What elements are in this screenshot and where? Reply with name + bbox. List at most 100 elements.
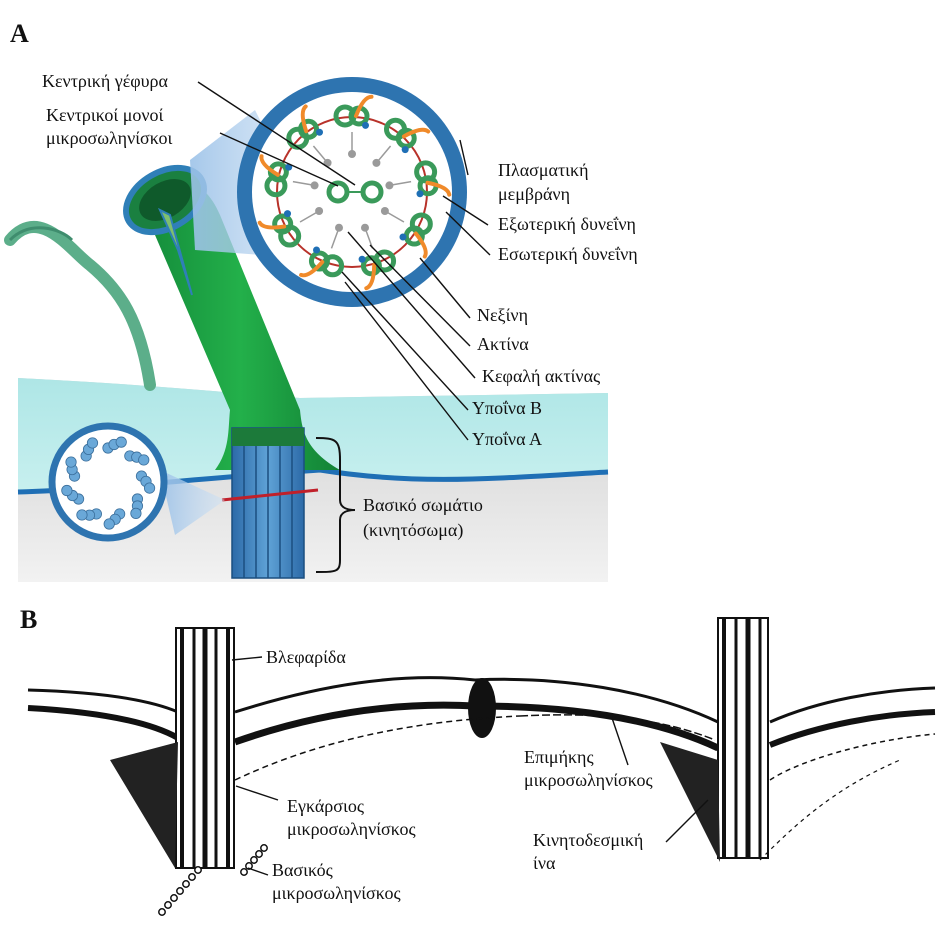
pellicle-right-outer [769,686,936,724]
zoom-beam-basal [160,470,225,535]
subfiber-b [272,213,294,235]
subfiber-a [414,160,438,184]
cilium-shaft [140,182,340,471]
label-plasma-membrane-2: μεμβράνη [498,184,570,204]
label-spoke-head: Κεφαλή ακτίνας [482,366,600,386]
central-pair [326,180,384,204]
label-central-singlets-1: Κεντρικοί μονοί [46,105,164,125]
outer-dynein-arm [354,94,374,118]
spoke-head [372,158,381,167]
label-transverse-mt-2: μικροσωληνίσκος [287,819,416,839]
spoke-head [348,150,356,158]
longitudinal-microtubule [519,714,716,741]
basal-body-bracket [315,437,356,573]
axoneme-doublets [257,94,452,291]
triplet-ring [61,436,156,530]
panel-a-letter: A [10,19,29,48]
bead [158,908,166,916]
spoke-head [385,181,394,190]
inner-dynein-arm [399,233,407,241]
panel-a-leaders [197,81,491,441]
label-kinetodesmal-2: ίνα [533,853,556,873]
bead [240,868,248,876]
flagellum-tip [8,226,74,242]
bead [164,901,172,909]
bead [255,850,263,858]
cilium-right [717,617,769,859]
cilium-left [175,627,235,869]
subfiber-b [360,255,382,277]
label-basal-mt-1: Βασικός [272,860,333,880]
triplet-tubule [76,509,88,521]
label-kinetodesmal-1: Κινητοδεσμική [533,830,643,850]
label-longitudinal-mt-2: μικροσωληνίσκος [524,770,653,790]
plasma-membrane-region [18,378,608,494]
bead [194,866,202,874]
outer-dynein-arm [299,260,325,278]
cilium-cutaway [157,207,193,296]
outer-dynein-arm [401,127,431,139]
transverse-microtubule [234,715,521,781]
spoke-head [380,207,389,215]
triplet-tubule [86,437,99,449]
inner-dynein-arm [284,210,292,218]
triplet-tubule [115,436,127,448]
spoke-head [335,223,344,232]
inner-dynein-arm [316,128,324,136]
pellicle-right-band [768,709,936,748]
outer-dynein-arm [425,180,452,197]
right-basal-mt [759,759,901,861]
cilium-core [139,179,191,221]
subfiber-a [264,174,288,198]
panel-a-illustration [4,77,609,582]
label-transverse-mt-1: Εγκάρσιος [287,796,364,816]
triplet-tubule [65,456,77,468]
bead [170,894,178,902]
flagellum-tail [4,221,156,391]
inner-dynein-arm [401,146,409,154]
outer-dynein-arm [300,104,309,134]
pellicle-knob [468,678,496,738]
outer-dynein-arm [259,154,280,177]
spoke-head [360,223,369,232]
bead [176,887,184,895]
triplet-tubule [103,518,115,530]
cut-line [221,488,319,502]
panel-b-illustration [27,617,936,869]
label-basal-body-2: (κινητόσωμα) [363,520,463,541]
label-nexin: Νεξίνη [477,305,528,325]
label-basal-body-1: Βασικό σωμάτιο [363,495,483,515]
label-inner-dynein: Εσωτερική δυνεΐνη [498,244,638,264]
spoke-head [315,207,324,215]
pellicle-left-outer [27,688,179,714]
label-radial-spoke: Ακτίνα [477,334,529,354]
pellicle-mid-outer [234,676,719,724]
subfiber-b [395,127,417,149]
transition-zone [232,428,304,446]
outer-dynein-arm [413,231,428,259]
basal-body-tubules [243,428,293,578]
triplet-tubule [143,482,156,494]
inner-dynein-arm [362,121,370,129]
outer-dynein-arm [364,262,377,291]
subfiber-b [298,118,320,140]
panel-b-letter: B [20,605,37,634]
bead [260,844,268,852]
outer-dynein-arm [257,220,287,230]
pellicle-left-band [27,705,180,741]
bead [182,880,190,888]
basal-microtubule-beads [158,844,268,916]
bead [188,873,196,881]
label-cilium: Βλεφαρίδα [266,647,346,667]
label-subfiber-b: Υποΐνα Β [472,398,542,418]
bead [250,856,258,864]
panel-b-leaders [231,656,709,876]
label-subfiber-a: Υποΐνα Α [472,429,542,449]
right-dashed-mt [769,733,936,781]
kinetodesmal-fiber-right [660,742,720,862]
label-plasma-membrane-1: Πλασματική [498,160,589,180]
label-central-singlets-2: μικροσωληνίσκοι [46,128,172,148]
triplet-tubule [138,454,150,466]
label-central-bridge: Κεντρική γέφυρα [42,71,169,91]
